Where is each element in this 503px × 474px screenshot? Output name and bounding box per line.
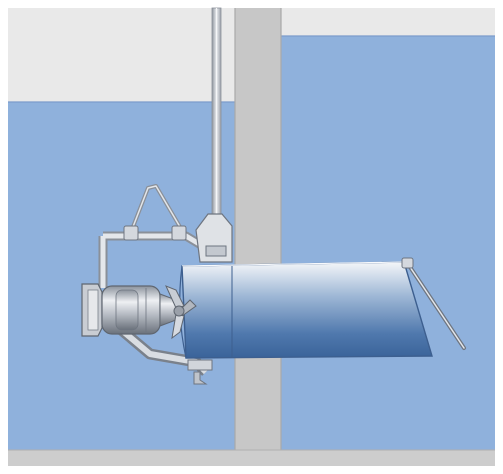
tube-strut <box>401 257 466 350</box>
propeller <box>165 285 197 340</box>
rail-clamp <box>195 213 233 263</box>
flow-tube <box>179 261 433 359</box>
mixer-motor <box>81 283 181 337</box>
right-basin-water <box>281 36 495 450</box>
basin-floor <box>8 450 495 466</box>
lower-support-arm <box>108 317 213 385</box>
right-tank-wall-top <box>281 8 495 36</box>
concrete-dividing-wall <box>235 8 281 450</box>
left-tank-wall-top <box>8 8 235 102</box>
